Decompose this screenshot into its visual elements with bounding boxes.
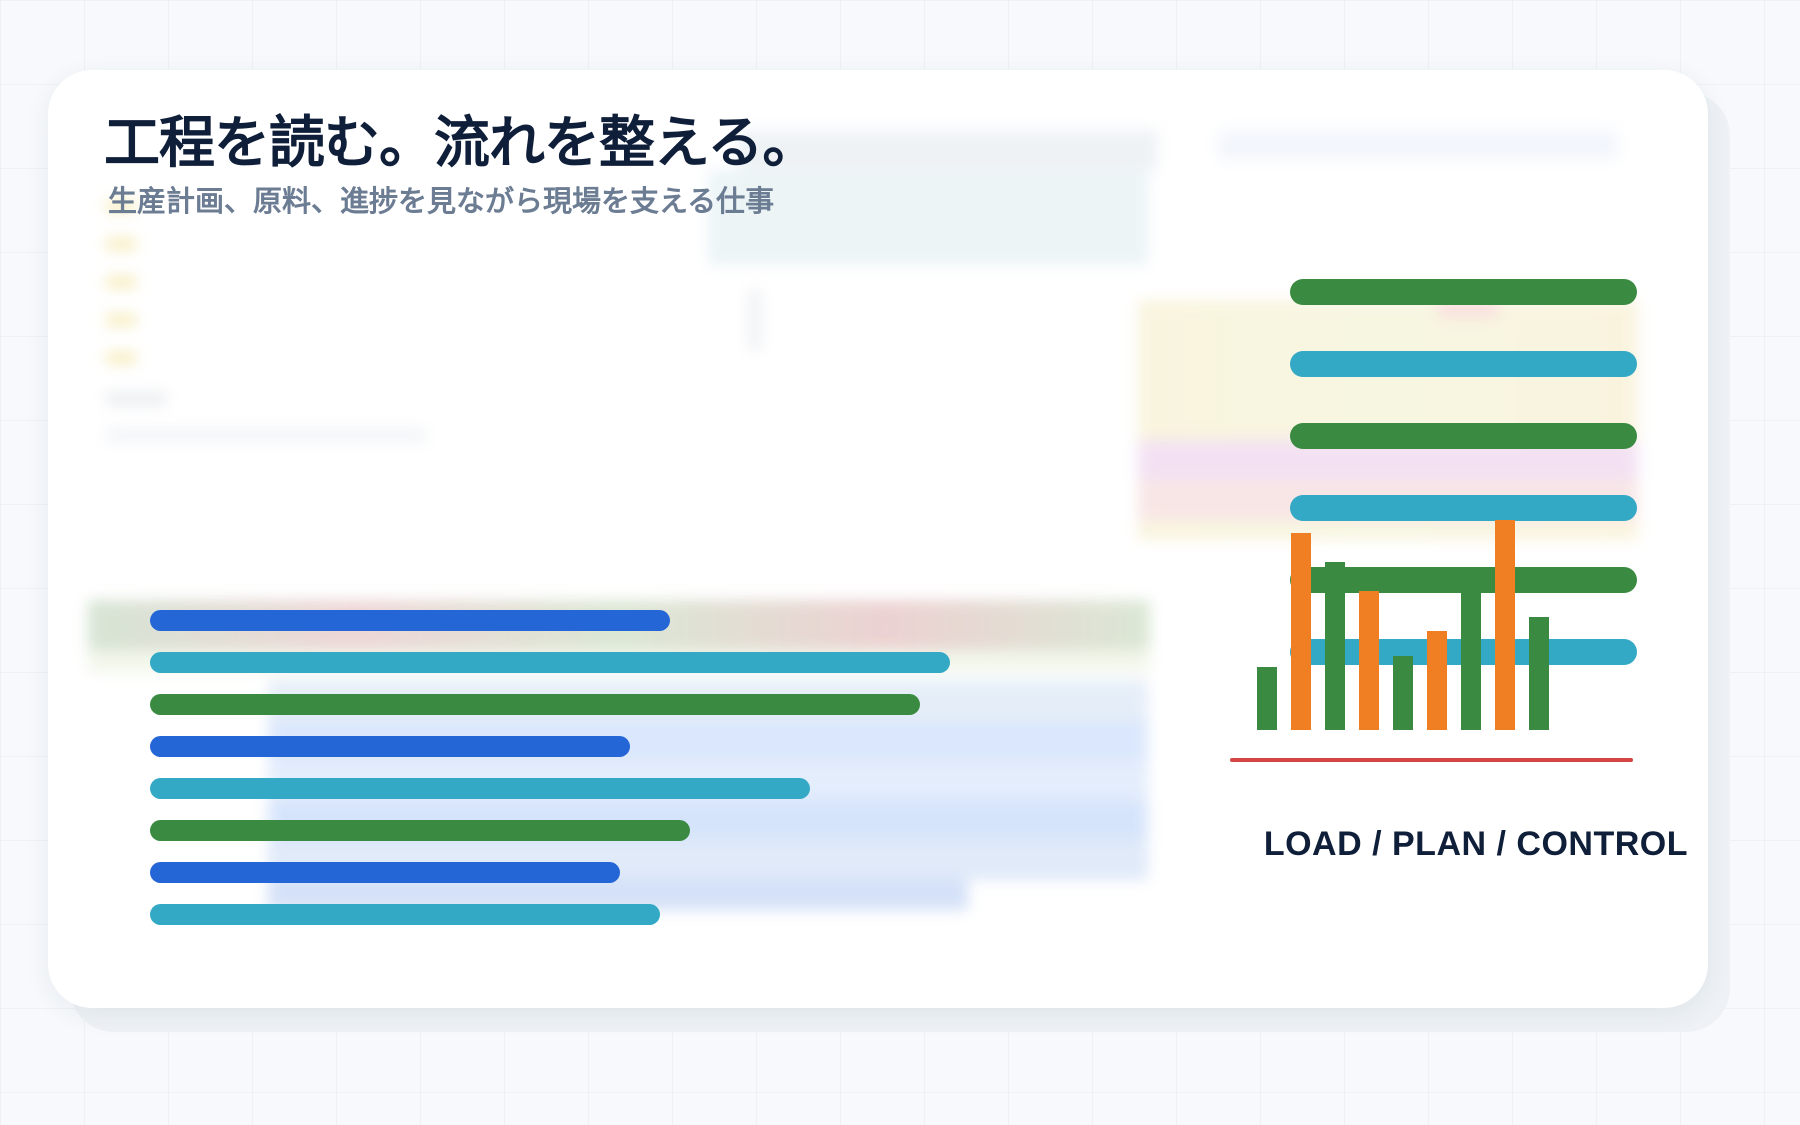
plan-track-line <box>1290 351 1637 377</box>
page-title: 工程を読む。流れを整える。 <box>104 111 818 176</box>
load-bar <box>1359 591 1379 730</box>
hero-card: 工程を読む。流れを整える。 生産計画、原料、進捗を見ながら現場を支える仕事 LO… <box>48 70 1708 1008</box>
progress-bar <box>150 610 670 631</box>
load-bar <box>1427 631 1447 730</box>
progress-bar <box>150 862 620 883</box>
panel-caption: LOAD / PLAN / CONTROL <box>1263 825 1688 863</box>
progress-bar <box>150 778 810 799</box>
blurred-spreadsheet-top <box>88 130 1158 460</box>
page-subtitle: 生産計画、原料、進捗を見ながら現場を支える仕事 <box>108 184 775 218</box>
load-bar <box>1257 667 1277 730</box>
progress-bar <box>150 652 950 673</box>
load-plan-panel: LOAD / PLAN / CONTROL <box>1198 195 1687 863</box>
limit-line <box>1230 758 1633 762</box>
load-bar <box>1461 583 1481 730</box>
load-bar <box>1393 656 1413 730</box>
progress-bar <box>150 736 630 757</box>
plan-track-line <box>1290 423 1637 449</box>
load-bar <box>1495 520 1515 730</box>
load-bar <box>1291 533 1311 730</box>
progress-bar <box>150 694 920 715</box>
plan-track-line <box>1290 279 1637 305</box>
progress-bar <box>150 820 690 841</box>
progress-bar <box>150 904 660 925</box>
load-bar <box>1325 562 1345 730</box>
load-bar <box>1529 617 1549 730</box>
plan-track-line <box>1290 495 1637 521</box>
